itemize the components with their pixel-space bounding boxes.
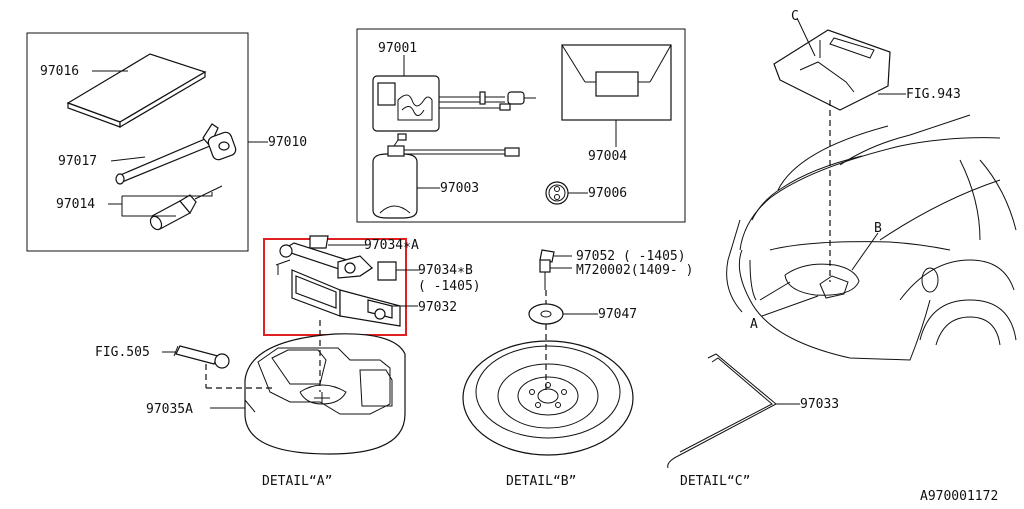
- label-97047: 97047: [598, 307, 637, 322]
- car-rear-body: [726, 114, 1017, 361]
- letter-b-car: B: [874, 221, 882, 236]
- label-fig505: FIG.505: [95, 345, 150, 360]
- label-97017: 97017: [58, 154, 97, 169]
- label-97034-b: 97034∗B: [418, 263, 473, 278]
- sealant-bottle-part: [372, 133, 520, 219]
- tow-hook-part: [173, 345, 230, 369]
- spare-wheel-part: [462, 340, 634, 456]
- caption-detail-b: DETAIL“B”: [506, 474, 576, 489]
- compressor-part: [372, 75, 536, 132]
- screwdriver-part: [149, 185, 223, 231]
- jack-handle-part: [667, 353, 777, 469]
- label-97010: 97010: [268, 135, 307, 150]
- wheel-retainer-part: [528, 303, 564, 325]
- repair-kit-box: [356, 28, 686, 223]
- foam-tray-part: [244, 333, 406, 455]
- speed-sticker-part: [545, 181, 569, 205]
- label-97003: 97003: [440, 181, 479, 196]
- label-97034-b-range: ( -1405): [418, 279, 481, 294]
- label-m720002: M720002(1409- ): [576, 263, 693, 278]
- label-97016: 97016: [40, 64, 79, 79]
- letter-a-car: A: [750, 317, 758, 332]
- label-fig943: FIG.943: [906, 87, 961, 102]
- label-97032: 97032: [418, 300, 457, 315]
- label-97001: 97001: [378, 41, 417, 56]
- label-97052: 97052 ( -1405): [576, 249, 686, 264]
- tool-bag-part: [66, 53, 207, 129]
- sticker-part: [561, 44, 672, 121]
- hold-down-bolt-part: [539, 249, 555, 290]
- label-97034-a: 97034∗A: [364, 238, 419, 253]
- caption-detail-c: DETAIL“C”: [680, 474, 750, 489]
- label-97035a: 97035A: [146, 402, 193, 417]
- label-97033: 97033: [800, 397, 839, 412]
- label-97004: 97004: [588, 149, 627, 164]
- wheel-wrench-part: [115, 123, 237, 185]
- caption-detail-a: DETAIL“A”: [262, 474, 332, 489]
- label-97006: 97006: [588, 186, 627, 201]
- cargo-floor-board-part: [773, 29, 891, 111]
- label-97014: 97014: [56, 197, 95, 212]
- diagram-id: A970001172: [920, 489, 998, 504]
- letter-c-top: C: [791, 9, 799, 24]
- jack-part: [275, 235, 401, 327]
